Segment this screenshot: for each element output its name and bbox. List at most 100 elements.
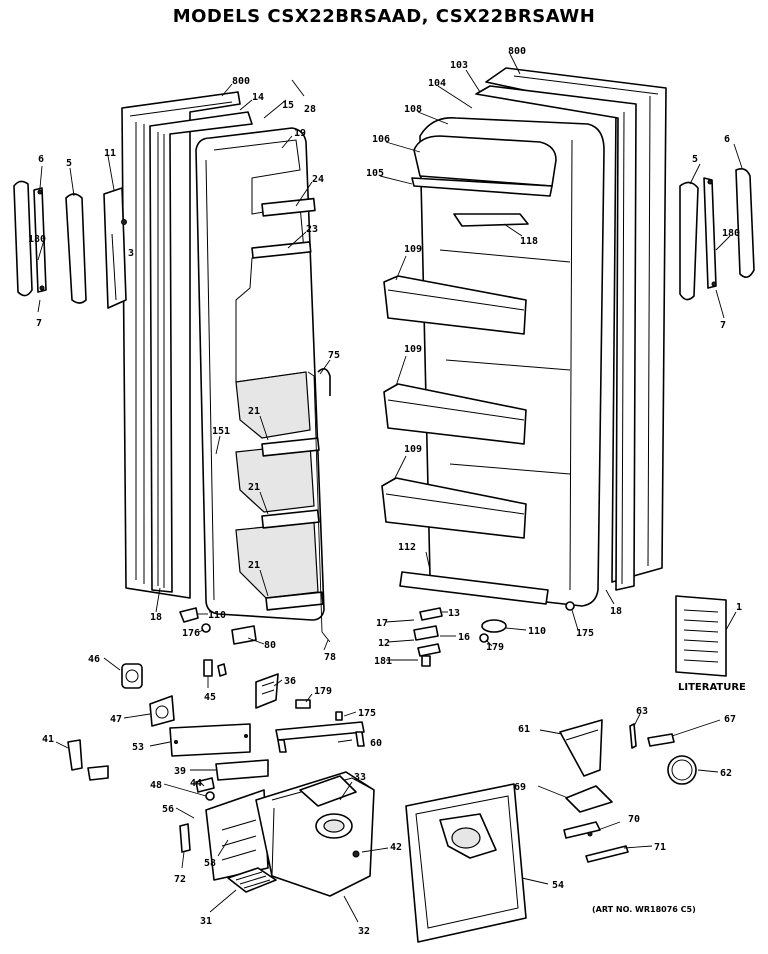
callout-17: 17 xyxy=(376,618,388,629)
callout-6-left: 6 xyxy=(38,154,44,165)
callout-118: 118 xyxy=(520,236,538,247)
callout-44: 44 xyxy=(190,778,202,789)
callout-179-right: 179 xyxy=(486,642,504,653)
callout-18-left: 18 xyxy=(150,612,162,623)
callout-5-left: 5 xyxy=(66,158,72,169)
callout-39: 39 xyxy=(174,766,186,777)
callout-7-right: 7 xyxy=(720,320,726,331)
fresh-food-door-gasket xyxy=(475,85,637,591)
callout-179: 179 xyxy=(314,686,332,697)
callout-104: 104 xyxy=(428,78,446,89)
dispenser-cover xyxy=(405,783,527,943)
callout-18-right: 18 xyxy=(610,606,622,617)
callout-32: 32 xyxy=(358,926,370,937)
callout-11: 11 xyxy=(104,148,116,159)
freezer-door-gasket xyxy=(149,111,253,593)
callout-labels: 800 14 15 28 19 24 23 6 5 11 180 3 7 75 … xyxy=(28,46,746,937)
callout-42: 42 xyxy=(390,842,402,853)
callout-13: 13 xyxy=(448,608,460,619)
callout-181: 181 xyxy=(374,656,392,667)
freezer-handle-assembly xyxy=(13,180,127,309)
callout-16: 16 xyxy=(458,632,470,643)
callout-15: 15 xyxy=(282,100,294,111)
callout-110-right: 110 xyxy=(528,626,546,637)
freezer-door-shelves xyxy=(251,197,324,611)
literature-booklet xyxy=(675,595,727,677)
egg-tray xyxy=(453,213,529,227)
callout-60: 60 xyxy=(370,738,382,749)
callout-71: 71 xyxy=(654,842,666,853)
callout-175: 175 xyxy=(358,708,376,719)
water-tube-part-75 xyxy=(307,371,331,643)
fresh-food-handle-assembly xyxy=(679,168,755,301)
leader-lines xyxy=(37,53,743,923)
callout-33: 33 xyxy=(354,772,366,783)
ice-chute-parts xyxy=(179,719,697,863)
callout-800-right: 800 xyxy=(508,46,526,57)
callout-53: 53 xyxy=(132,742,144,753)
callout-67: 67 xyxy=(724,714,736,725)
callout-21-middle: 21 xyxy=(248,482,260,493)
callout-63: 63 xyxy=(636,706,648,717)
callout-75: 75 xyxy=(328,350,340,361)
callout-180-right: 180 xyxy=(722,228,740,239)
callout-36: 36 xyxy=(284,676,296,687)
callout-19: 19 xyxy=(294,128,306,139)
callout-62: 62 xyxy=(720,768,732,779)
callout-23: 23 xyxy=(306,224,318,235)
callout-6-right: 6 xyxy=(724,134,730,145)
callout-21-top: 21 xyxy=(248,406,260,417)
callout-106: 106 xyxy=(372,134,390,145)
switch-module xyxy=(195,759,269,801)
dairy-compartment xyxy=(411,135,557,197)
callout-103: 103 xyxy=(450,60,468,71)
callout-72: 72 xyxy=(174,874,186,885)
callout-21-bottom: 21 xyxy=(248,560,260,571)
callout-41: 41 xyxy=(42,734,54,745)
callout-109-middle: 109 xyxy=(404,344,422,355)
callout-3: 3 xyxy=(128,248,134,259)
callout-7-left: 7 xyxy=(36,318,42,329)
callout-110-left: 110 xyxy=(208,610,226,621)
callout-78: 78 xyxy=(324,652,336,663)
actuator-bar xyxy=(275,721,365,753)
callout-24: 24 xyxy=(312,174,324,185)
callout-800: 800 xyxy=(232,76,250,87)
callout-69: 69 xyxy=(514,782,526,793)
callout-109-bottom: 109 xyxy=(404,444,422,455)
callout-151: 151 xyxy=(212,426,230,437)
callout-47: 47 xyxy=(110,714,122,725)
callout-56: 56 xyxy=(162,804,174,815)
callout-14: 14 xyxy=(252,92,264,103)
diagram-title: MODELS CSX22BRSAAD, CSX22BRSAWH xyxy=(172,6,596,27)
dispenser-housing xyxy=(205,771,375,897)
callout-176: 176 xyxy=(182,628,200,639)
callout-54: 54 xyxy=(552,880,564,891)
callout-45: 45 xyxy=(204,692,216,703)
callout-12: 12 xyxy=(378,638,390,649)
hinge-parts xyxy=(179,601,575,667)
door-bins xyxy=(381,275,527,539)
callout-108: 108 xyxy=(404,104,422,115)
callout-112: 112 xyxy=(398,542,416,553)
dispenser-small-parts xyxy=(67,659,343,781)
art-number: (ART NO. WR18076 C5) xyxy=(592,905,696,914)
callout-46: 46 xyxy=(88,654,100,665)
callout-61: 61 xyxy=(518,724,530,735)
callout-80: 80 xyxy=(264,640,276,651)
lower-trim xyxy=(399,571,549,605)
callout-1: 1 xyxy=(736,602,742,613)
callout-31: 31 xyxy=(200,916,212,927)
dispenser-control-board xyxy=(169,723,251,757)
callout-175-right: 175 xyxy=(576,628,594,639)
callout-105: 105 xyxy=(366,168,384,179)
callout-28: 28 xyxy=(304,104,316,115)
literature-label: LITERATURE xyxy=(678,682,746,693)
callout-180-left: 180 xyxy=(28,234,46,245)
callout-70: 70 xyxy=(628,814,640,825)
callout-5-right: 5 xyxy=(692,154,698,165)
callout-48: 48 xyxy=(150,780,162,791)
callout-58: 58 xyxy=(204,858,216,869)
tube-clip xyxy=(317,368,331,396)
